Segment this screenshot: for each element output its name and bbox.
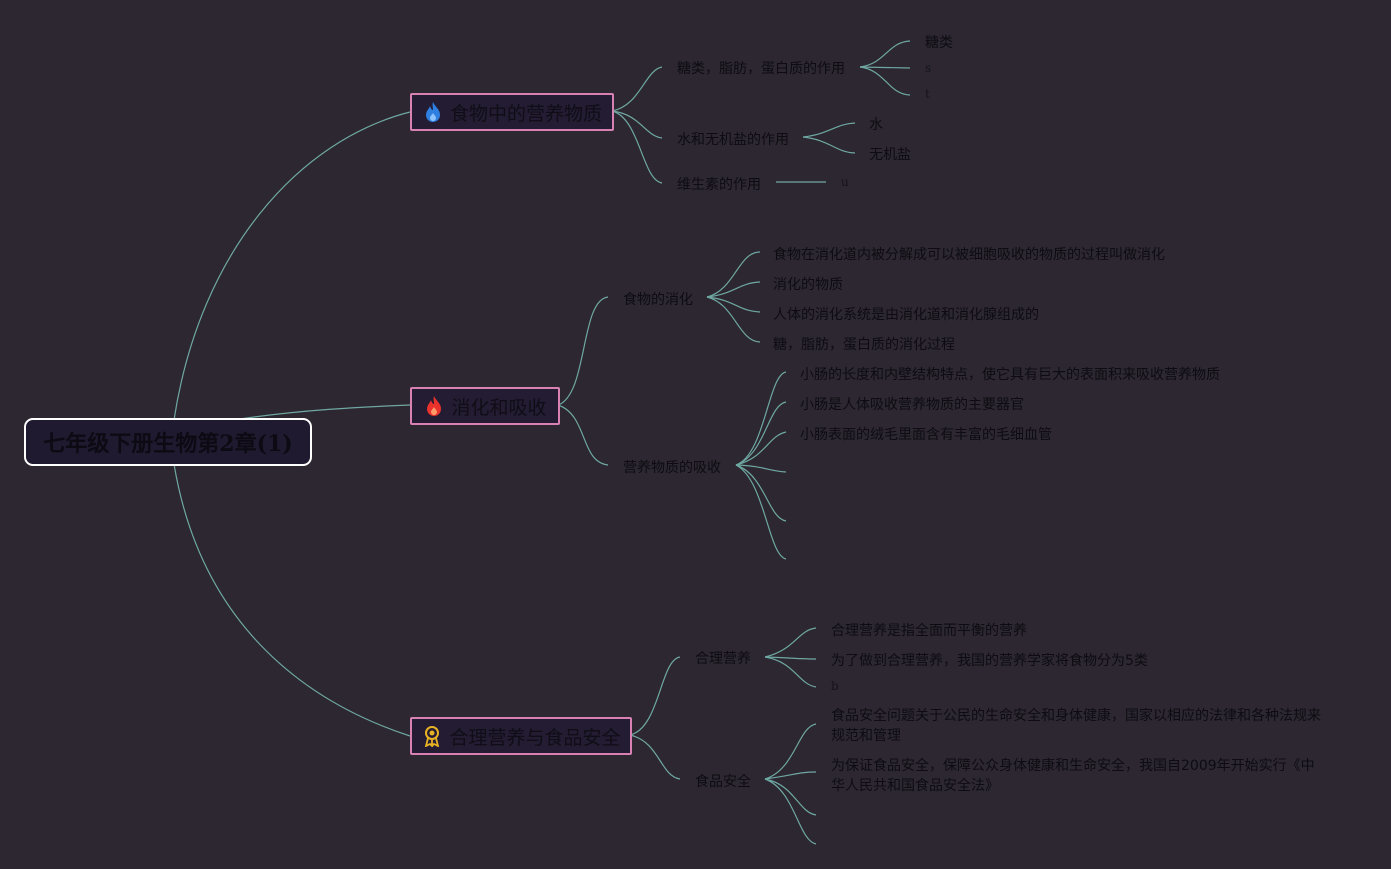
- connector-line: [706, 296, 761, 343]
- connector-line: [706, 281, 761, 298]
- branch-label: 合理营养与食品安全: [449, 726, 621, 749]
- leaf-item[interactable]: t: [925, 87, 930, 101]
- connector-line: [764, 723, 817, 780]
- leaf-item[interactable]: b: [831, 679, 839, 693]
- connector-line: [859, 66, 911, 69]
- connector-line: [764, 656, 817, 688]
- connector-line: [611, 110, 663, 184]
- connector-line: [802, 122, 856, 138]
- branch-nutrition[interactable]: 食物中的营养物质: [410, 93, 614, 131]
- connector-line: [735, 401, 787, 466]
- award-ribbon-icon: [421, 725, 443, 749]
- connector-line: [557, 296, 609, 406]
- connector-root-digestion: [239, 404, 411, 420]
- topic-food-digestion[interactable]: 食物的消化: [623, 292, 693, 308]
- branch-diet[interactable]: 合理营养与食品安全: [410, 717, 632, 755]
- leaf-item[interactable]: s: [925, 61, 932, 75]
- topic-balanced-nutrition[interactable]: 合理营养: [695, 651, 751, 667]
- connector-line: [764, 771, 817, 780]
- leaf-item[interactable]: 糖，脂肪，蛋白质的消化过程: [773, 337, 955, 353]
- connector-line: [764, 778, 817, 845]
- leaf-item[interactable]: 小肠表面的绒毛里面含有丰富的毛细血管: [800, 427, 1052, 443]
- leaf-item[interactable]: 人体的消化系统是由消化道和消化腺组成的: [773, 307, 1039, 323]
- connector-line: [706, 296, 761, 313]
- branch-digestion[interactable]: 消化和吸收: [410, 387, 560, 425]
- connector-root-nutrition: [173, 111, 411, 421]
- connector-line: [629, 656, 681, 736]
- connector-line: [859, 66, 911, 96]
- leaf-item[interactable]: 小肠是人体吸收营养物质的主要器官: [800, 397, 1024, 413]
- connector-line: [859, 40, 911, 68]
- connector-line: [735, 464, 787, 473]
- branch-label: 消化和吸收: [451, 396, 547, 419]
- connector-line: [706, 251, 761, 298]
- branch-label: 食物中的营养物质: [449, 102, 602, 125]
- leaf-item[interactable]: u: [841, 175, 849, 189]
- leaf-item[interactable]: 食品安全问题关于公民的生命安全和身体健康，国家以相应的法律和各种法规来规范和管理: [831, 708, 1321, 744]
- leaf-item[interactable]: 水: [869, 117, 883, 133]
- connector-line: [735, 431, 787, 466]
- leaf-item[interactable]: 合理营养是指全面而平衡的营养: [831, 623, 1027, 639]
- leaf-item[interactable]: 小肠的长度和内壁结构特点，使它具有巨大的表面积来吸收营养物质: [800, 367, 1220, 383]
- connector-line: [764, 778, 817, 816]
- connector-lines: [173, 40, 911, 845]
- connector-line: [557, 404, 609, 466]
- topic-vitamins[interactable]: 维生素的作用: [677, 177, 761, 193]
- topic-absorption[interactable]: 营养物质的吸收: [623, 460, 721, 476]
- root-node[interactable]: 七年级下册生物第2章(1): [24, 418, 312, 466]
- leaf-item[interactable]: 为了做到合理营养，我国的营养学家将食物分为5类: [831, 653, 1148, 669]
- leaf-item[interactable]: 食物在消化道内被分解成可以被细胞吸收的物质的过程叫做消化: [773, 247, 1165, 263]
- flame-icon: [423, 395, 445, 417]
- connector-line: [764, 627, 817, 658]
- connector-line: [735, 464, 787, 560]
- connector-root-diet: [173, 463, 411, 737]
- connector-line: [764, 656, 817, 660]
- connector-line: [611, 66, 663, 112]
- leaf-item[interactable]: 为保证食品安全，保障公众身体健康和生命安全，我国自2009年开始实行《中华人民共…: [831, 758, 1315, 794]
- leaf-item[interactable]: 消化的物质: [773, 277, 843, 293]
- connector-line: [802, 136, 856, 154]
- topic-food-safety[interactable]: 食品安全: [695, 774, 751, 790]
- connector-line: [611, 110, 663, 139]
- flame-icon: [422, 101, 444, 123]
- connector-line: [735, 371, 787, 466]
- topic-water-minerals[interactable]: 水和无机盐的作用: [677, 132, 789, 148]
- connector-line: [629, 734, 681, 780]
- connector-line: [735, 464, 787, 522]
- leaf-item[interactable]: 糖类: [925, 35, 953, 51]
- leaf-item[interactable]: 无机盐: [869, 147, 911, 163]
- topic-sugar-fat-protein[interactable]: 糖类，脂肪，蛋白质的作用: [677, 61, 845, 77]
- root-title: 七年级下册生物第2章(1): [43, 431, 293, 457]
